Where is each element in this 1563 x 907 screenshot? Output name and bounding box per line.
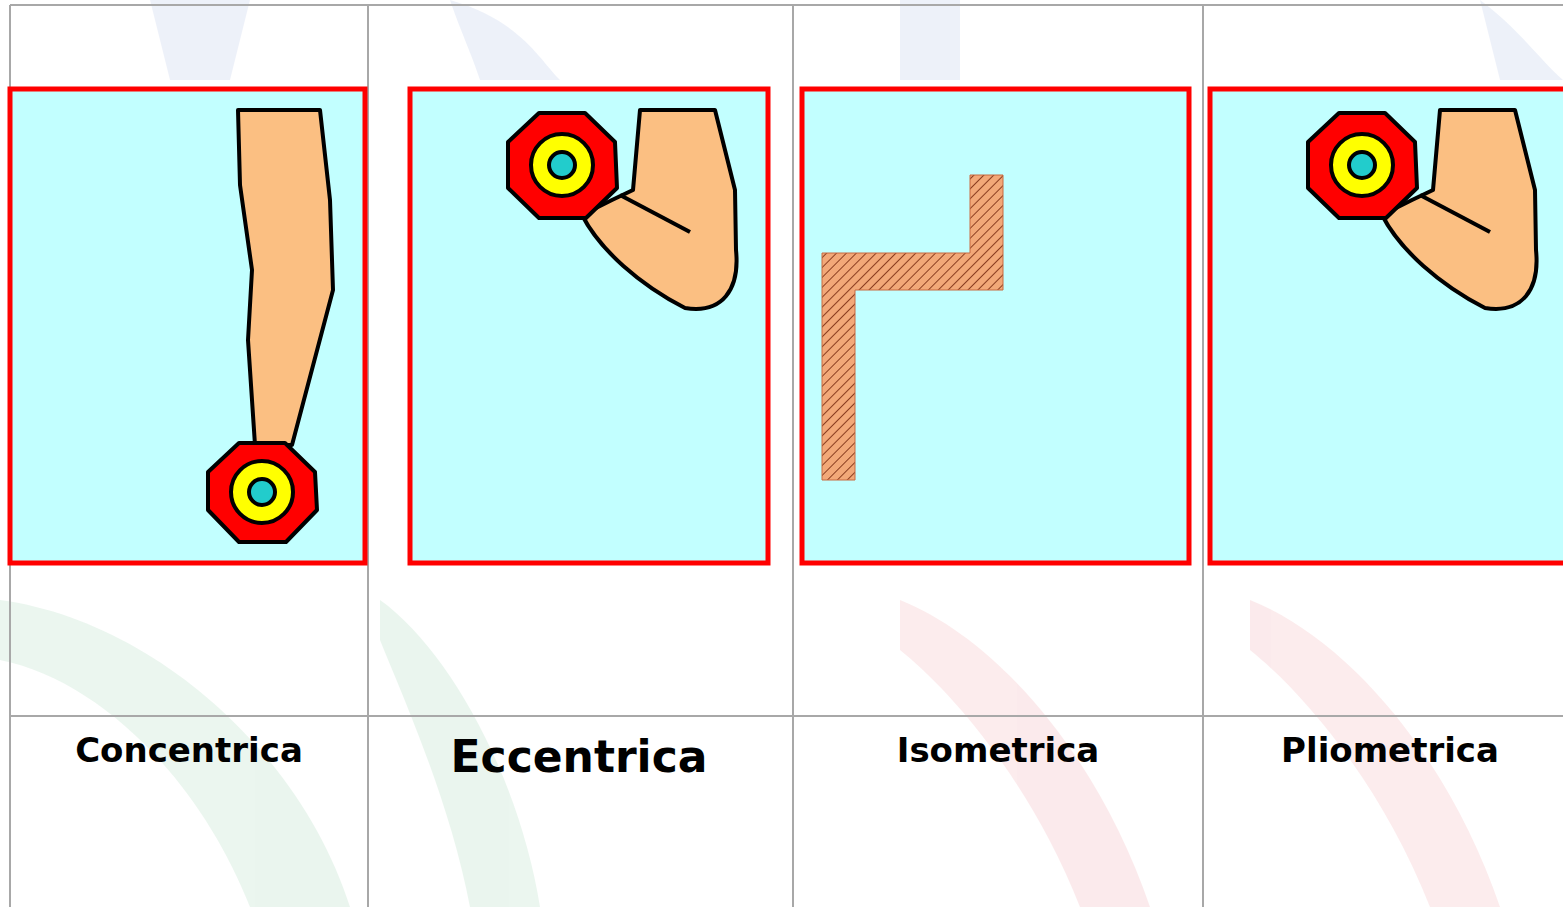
isometric-symbol xyxy=(822,175,1003,480)
arm-extended xyxy=(208,110,333,542)
column-label: Concentrica xyxy=(75,730,303,770)
arm-flexed xyxy=(1308,110,1537,309)
arm-flexed xyxy=(508,110,737,309)
picture-panel xyxy=(10,89,1563,563)
column-label: Pliometrica xyxy=(1281,730,1499,770)
column-label: Eccentrica xyxy=(451,731,708,782)
column-label: Isometrica xyxy=(897,730,1100,770)
